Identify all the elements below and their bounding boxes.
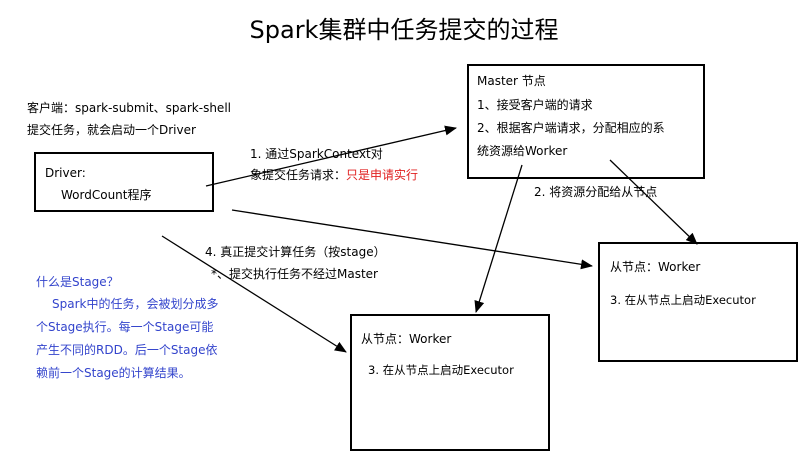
master-line3: 统资源给Worker bbox=[477, 144, 568, 158]
client-note-line1: 客户端：spark-submit、spark-shell bbox=[27, 101, 231, 115]
driver-program: WordCount程序 bbox=[61, 188, 152, 202]
step4-line1: 4. 真正提交计算任务（按stage） bbox=[205, 245, 386, 259]
step2-label: 2. 将资源分配给从节点 bbox=[534, 185, 658, 199]
client-note-line2: 提交任务，就会启动一个Driver bbox=[27, 123, 196, 137]
stage-note-line2: Spark中的任务，会被划分成多 bbox=[52, 297, 219, 311]
stage-note-line1: 什么是Stage？ bbox=[36, 275, 119, 289]
step4-line2: *、提交执行任务不经过Master bbox=[211, 267, 378, 281]
step1-line2: 象提交任务请求：只是申请实行 bbox=[250, 164, 418, 186]
worker-right-title: 从节点：Worker bbox=[610, 260, 701, 274]
arrow-driver-to-master bbox=[205, 125, 457, 187]
worker-right-task: 3. 在从节点上启动Executor bbox=[610, 293, 756, 307]
worker-bottom-box: 从节点：Worker 3. 在从节点上启动Executor bbox=[350, 314, 550, 451]
arrow-master-to-worker-bottom bbox=[474, 164, 523, 313]
arrow-driver-to-worker-right bbox=[231, 209, 593, 270]
master-box: Master 节点 1、接受客户端的请求 2、根据客户端请求，分配相应的系 统资… bbox=[467, 64, 705, 179]
master-title: Master 节点 bbox=[477, 74, 546, 88]
master-line1: 1、接受客户端的请求 bbox=[477, 98, 593, 112]
stage-note-line5: 赖前一个Stage的计算结果。 bbox=[36, 366, 191, 380]
worker-bottom-title: 从节点：Worker bbox=[361, 332, 452, 346]
worker-right-box: 从节点：Worker 3. 在从节点上启动Executor bbox=[598, 242, 798, 362]
step1-highlight: 只是申请实行 bbox=[346, 168, 419, 182]
driver-label: Driver: bbox=[45, 166, 86, 180]
stage-note-line3: 个Stage执行。每一个Stage可能 bbox=[36, 320, 214, 334]
step1-line2-prefix: 象提交任务请求： bbox=[250, 168, 347, 182]
driver-box: Driver: WordCount程序 bbox=[34, 152, 214, 212]
master-line2: 2、根据客户端请求，分配相应的系 bbox=[477, 121, 665, 135]
worker-bottom-task: 3. 在从节点上启动Executor bbox=[368, 363, 514, 377]
arrow-driver-to-worker-bottom bbox=[161, 235, 347, 353]
page-title: Spark集群中任务提交的过程 bbox=[249, 16, 559, 44]
arrow-master-to-worker-right bbox=[609, 159, 698, 245]
step1-line1: 1. 通过SparkContext对 bbox=[250, 147, 383, 161]
stage-note-line4: 产生不同的RDD。后一个Stage依 bbox=[36, 343, 218, 357]
